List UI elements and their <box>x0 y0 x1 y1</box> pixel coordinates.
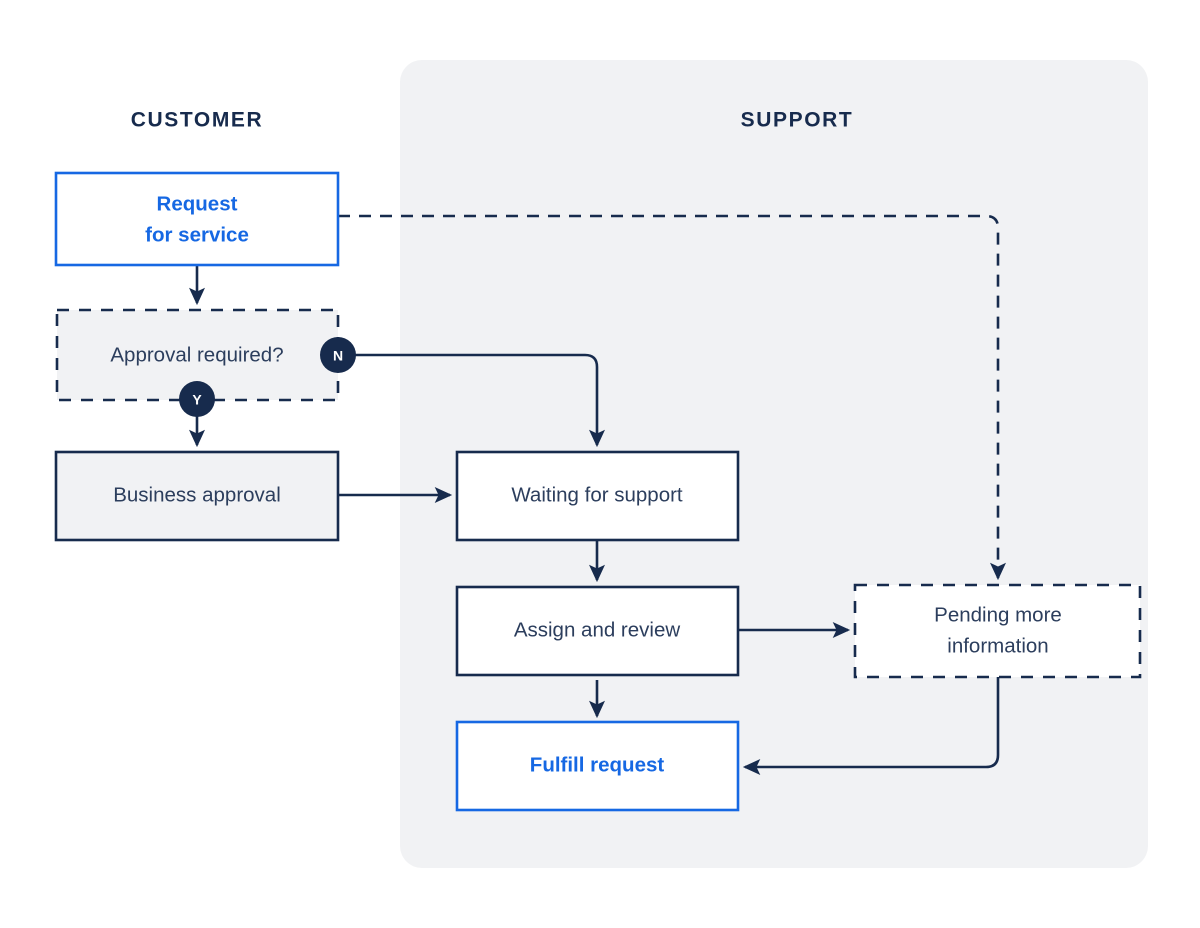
node-waiting-for-support[interactable]: Waiting for support <box>455 450 740 542</box>
node-assign-and-review[interactable]: Assign and review <box>455 585 740 677</box>
node-fulfill-request-label: Fulfill request <box>530 753 665 776</box>
node-assign-and-review-box[interactable] <box>455 585 740 677</box>
node-pending-more-information[interactable]: Pending more information <box>853 583 1142 679</box>
node-pending-more-information-label-line1: Pending more <box>934 603 1062 626</box>
node-business-approval[interactable]: Business approval <box>54 450 340 542</box>
node-request-for-service-label-line1: Request <box>157 192 238 215</box>
node-pending-more-information-label-line2: information <box>947 634 1048 657</box>
badge-no[interactable]: N <box>320 337 356 373</box>
lane-label-support: SUPPORT <box>741 109 854 132</box>
lane-label-customer: CUSTOMER <box>131 109 264 132</box>
node-assign-and-review-label: Assign and review <box>514 618 681 641</box>
edge-pending-to-fulfill <box>742 677 1000 776</box>
edge-request-to-pending <box>338 214 1007 581</box>
node-waiting-for-support-box[interactable] <box>455 450 740 542</box>
badge-yes[interactable]: Y <box>179 381 215 417</box>
node-approval-required-label: Approval required? <box>110 343 283 366</box>
node-request-for-service[interactable]: Request for service <box>54 171 340 267</box>
edge-approval-no-to-waiting <box>338 353 606 448</box>
badge-no-circle[interactable] <box>320 337 356 373</box>
badge-yes-circle[interactable] <box>179 381 215 417</box>
node-request-for-service-label-line2: for service <box>145 223 249 246</box>
node-waiting-for-support-label: Waiting for support <box>511 483 683 506</box>
node-business-approval-label: Business approval <box>113 483 281 506</box>
badge-yes-label: Y <box>192 392 202 408</box>
node-fulfill-request-box[interactable] <box>455 720 740 812</box>
node-business-approval-box[interactable] <box>54 450 340 542</box>
node-pending-more-information-box[interactable] <box>853 583 1142 679</box>
node-request-for-service-box[interactable] <box>54 171 340 267</box>
badge-no-label: N <box>333 348 343 364</box>
node-fulfill-request[interactable]: Fulfill request <box>455 720 740 812</box>
